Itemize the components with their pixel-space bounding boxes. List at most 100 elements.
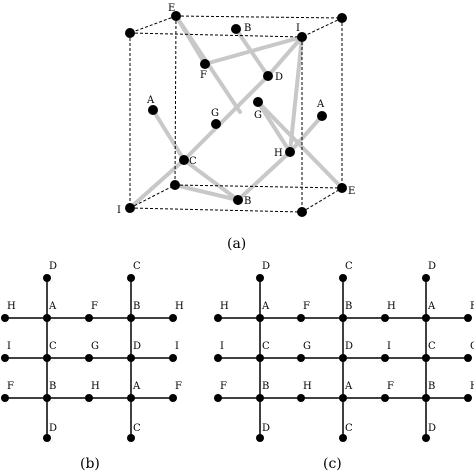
node-d bbox=[263, 71, 273, 81]
grid-c-node-label: B bbox=[428, 381, 435, 392]
cube-edges bbox=[129, 15, 343, 213]
grid-b-bottom-node bbox=[43, 434, 51, 442]
cube-label-e-bottom: E bbox=[348, 186, 355, 197]
grid-c-node-label: C bbox=[428, 341, 436, 352]
grid-c-node bbox=[381, 394, 389, 402]
grid-b-node-label: I bbox=[175, 341, 179, 352]
grid-c-top-node bbox=[256, 274, 264, 282]
grid-b-node-label: B bbox=[49, 381, 56, 392]
grid-c-node-label: F bbox=[220, 381, 227, 392]
node-a-left bbox=[148, 105, 158, 115]
grid-b-bottom-label: C bbox=[133, 423, 141, 434]
bonds bbox=[128, 14, 344, 210]
grid-b-node-label: C bbox=[49, 341, 57, 352]
grid-b-node bbox=[1, 354, 9, 362]
grid-c-node bbox=[464, 394, 472, 402]
grid-c-top-label: C bbox=[345, 261, 353, 272]
grid-c-node bbox=[339, 394, 347, 402]
grid-c: HAFBHAFICGDICGFBHAFBHDDCCDD (c) bbox=[214, 261, 474, 472]
grid-b-node bbox=[85, 354, 93, 362]
grid-b-nodes bbox=[1, 274, 177, 442]
grid-b-node-label: G bbox=[91, 341, 99, 352]
node-a-right bbox=[317, 111, 327, 121]
grid-c-node-label: A bbox=[344, 381, 353, 392]
grid-c-node-label: C bbox=[262, 341, 270, 352]
cube-diagram: E I I E B F D A G G A H C B (a) bbox=[117, 3, 355, 252]
grid-c-node bbox=[339, 314, 347, 322]
grid-c-node-label: H bbox=[387, 301, 396, 312]
grid-c-top-node bbox=[422, 274, 430, 282]
grid-c-top-node bbox=[339, 274, 347, 282]
grid-c-node bbox=[214, 314, 222, 322]
cube-label-d: D bbox=[275, 72, 283, 83]
grid-b-node bbox=[43, 314, 51, 322]
grid-b-bottom-label: D bbox=[49, 423, 57, 434]
grid-c-node-label: D bbox=[345, 341, 353, 352]
cube-label-f: F bbox=[200, 70, 207, 81]
grid-b-node bbox=[1, 314, 9, 322]
cube-label-h: H bbox=[274, 148, 283, 159]
grid-c-top-label: D bbox=[428, 261, 436, 272]
cube-label-g-mid: G bbox=[211, 108, 219, 119]
grid-b-node-label: B bbox=[133, 301, 140, 312]
grid-c-node bbox=[297, 354, 305, 362]
caption-c: (c) bbox=[323, 456, 342, 472]
grid-c-node bbox=[339, 354, 347, 362]
grid-c-node-label: B bbox=[262, 381, 269, 392]
grid-c-node bbox=[464, 354, 472, 362]
grid-c-node-label: A bbox=[261, 301, 270, 312]
grid-b-node bbox=[169, 354, 177, 362]
cube-label-i-top: I bbox=[296, 23, 300, 34]
grid-b-node-label: A bbox=[48, 301, 57, 312]
grid-b-node-label: F bbox=[175, 381, 182, 392]
cube-labels: E I I E B F D A G G A H C B bbox=[117, 3, 355, 216]
node-f bbox=[200, 59, 210, 69]
grid-c-node-label: H bbox=[220, 301, 229, 312]
grid-c-node-label: F bbox=[387, 381, 394, 392]
grid-c-top-label: D bbox=[262, 261, 270, 272]
node-back-top-left bbox=[171, 11, 181, 21]
node-back-top-right bbox=[337, 13, 347, 23]
node-b-top bbox=[231, 24, 241, 34]
cube-label-i-bottom: I bbox=[117, 205, 121, 216]
grid-b-node-label: H bbox=[7, 301, 16, 312]
grid-b-node-label: I bbox=[7, 341, 11, 352]
node-back-bottom-left bbox=[170, 180, 180, 190]
node-front-bottom-right bbox=[297, 207, 307, 217]
grid-c-node bbox=[256, 354, 264, 362]
grid-c-node-label: I bbox=[387, 341, 391, 352]
grid-c-node bbox=[214, 394, 222, 402]
node-front-top-left bbox=[125, 28, 135, 38]
grid-c-node-label: G bbox=[470, 341, 474, 352]
cube-label-a-right: A bbox=[316, 99, 325, 110]
grid-c-node bbox=[214, 354, 222, 362]
grid-c-node bbox=[256, 394, 264, 402]
node-front-bottom-left bbox=[125, 203, 135, 213]
grid-b-node bbox=[85, 314, 93, 322]
grid-c-node bbox=[464, 314, 472, 322]
grid-b-node bbox=[127, 354, 135, 362]
cube-label-g: G bbox=[254, 110, 262, 121]
grid-b-top-node bbox=[43, 274, 51, 282]
caption-b: (b) bbox=[80, 456, 100, 472]
grid-b-node bbox=[127, 314, 135, 322]
cube-label-e-top: E bbox=[168, 3, 175, 14]
grid-c-bottom-label: D bbox=[262, 423, 270, 434]
node-g bbox=[253, 97, 263, 107]
grid-b-node-label: H bbox=[175, 301, 184, 312]
grid-c-node-label: A bbox=[427, 301, 436, 312]
cube-label-a-left: A bbox=[146, 95, 155, 106]
grid-c-labels: HAFBHAFICGDICGFBHAFBHDDCCDD bbox=[220, 261, 474, 434]
grid-b-node bbox=[169, 394, 177, 402]
grid-c-node-label: F bbox=[470, 301, 474, 312]
node-back-bottom-right bbox=[337, 183, 347, 193]
grid-c-node-label: G bbox=[303, 341, 311, 352]
grid-c-bottom-node bbox=[256, 434, 264, 442]
grid-b-node-label: A bbox=[132, 381, 141, 392]
grid-c-node bbox=[422, 354, 430, 362]
grid-c-node-label: I bbox=[220, 341, 224, 352]
grid-c-bottom-node bbox=[339, 434, 347, 442]
grid-c-node-label: B bbox=[345, 301, 352, 312]
